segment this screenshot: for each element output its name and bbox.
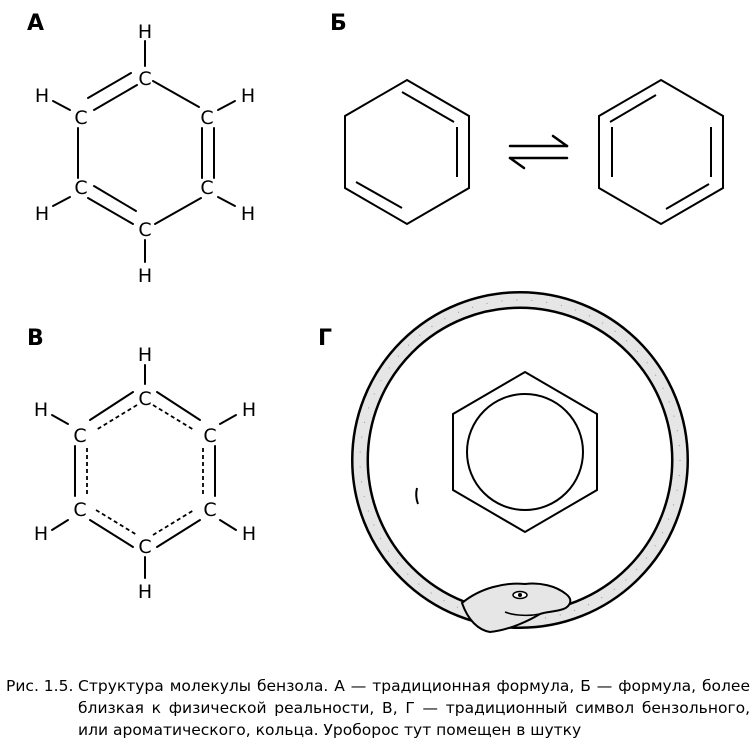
atom-h: H	[34, 399, 48, 421]
serpent-head	[460, 582, 572, 634]
panel-label-g: Г	[318, 326, 332, 351]
atom-c: C	[203, 499, 216, 521]
atom-c: C	[138, 388, 151, 410]
atom-c: C	[138, 219, 151, 241]
atom-c: C	[73, 499, 86, 521]
atom-c: C	[74, 177, 87, 199]
atom-h: H	[138, 344, 152, 366]
atom-c: C	[200, 107, 213, 129]
atom-h: H	[34, 523, 48, 545]
kekule-atoms: H C H C C H C C H H C H	[35, 21, 255, 287]
delocalized-atoms: H C H C C H C C H H C H	[34, 344, 256, 603]
panel-label-a: А	[27, 11, 44, 36]
atom-h: H	[138, 21, 152, 43]
atom-c: C	[203, 425, 216, 447]
delocalized-structure	[51, 364, 237, 579]
atom-c: C	[73, 425, 86, 447]
panel-label-v: В	[27, 326, 44, 351]
caption-text: Структура молекулы бензола. А — традицио…	[78, 677, 750, 739]
benzene-figure: А Б В Г H C H C C H C C H H C H	[27, 11, 724, 634]
atom-c: C	[138, 536, 151, 558]
atom-h: H	[138, 265, 152, 287]
atom-c: C	[200, 177, 213, 199]
atom-h: H	[242, 399, 256, 421]
equilibrium-arrows	[508, 134, 569, 170]
atom-c: C	[138, 68, 151, 90]
atom-h: H	[138, 581, 152, 603]
serpent-tail	[415, 487, 419, 505]
aromatic-ring-symbol	[452, 370, 598, 534]
figure-number: Рис. 1.5.	[6, 677, 74, 695]
atom-h: H	[241, 203, 255, 225]
atom-h: H	[242, 523, 256, 545]
kekule-structure	[52, 40, 236, 263]
atom-h: H	[241, 85, 255, 107]
resonance-structure-left	[344, 78, 470, 226]
ouroboros	[351, 291, 689, 634]
atom-h: H	[35, 85, 49, 107]
atom-c: C	[74, 107, 87, 129]
panel-label-b: Б	[330, 11, 347, 36]
atom-h: H	[35, 203, 49, 225]
resonance-structure-right	[598, 78, 724, 226]
delocalized-dashed-bonds	[86, 404, 204, 536]
